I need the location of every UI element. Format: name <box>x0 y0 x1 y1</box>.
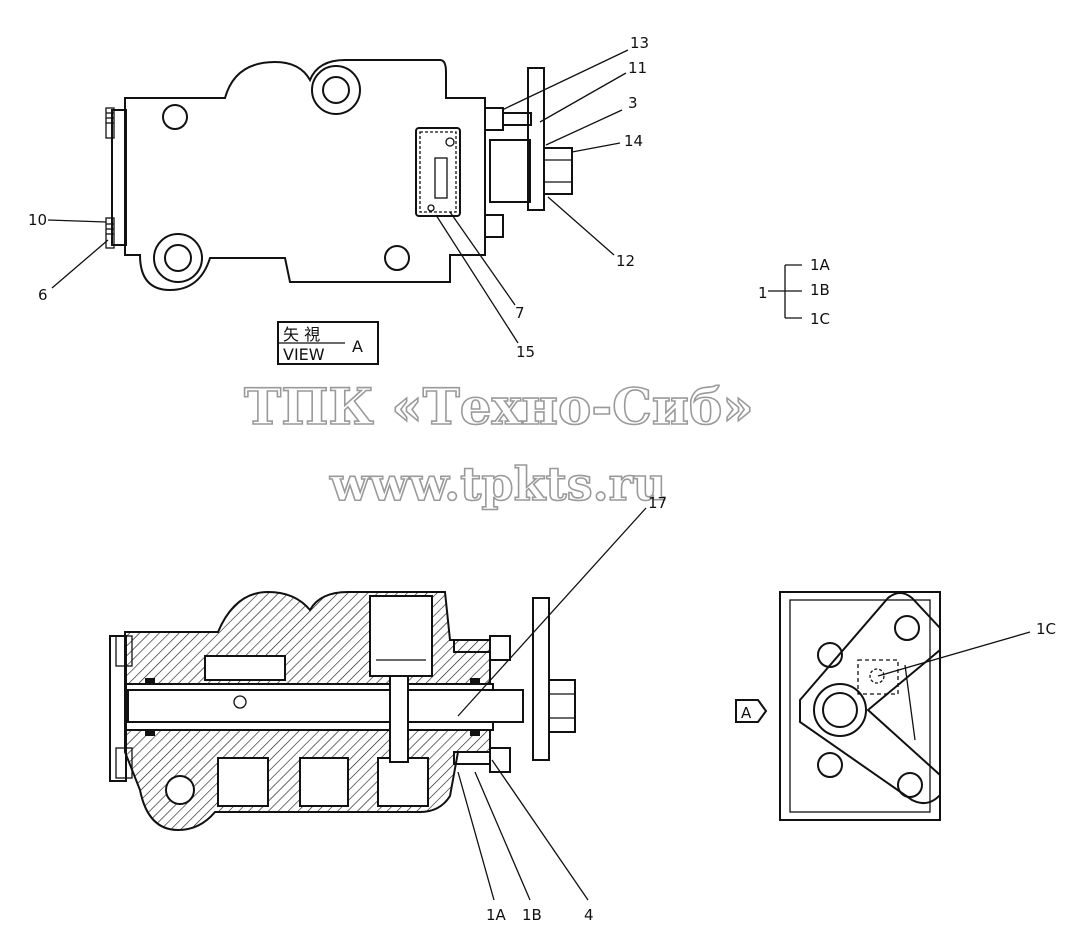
legend-item-1b: 1B <box>810 281 830 299</box>
callout-4: 4 <box>584 906 594 924</box>
top-leader-lines <box>47 49 629 344</box>
end-view <box>779 591 941 821</box>
view-label-letter: A <box>352 337 363 356</box>
view-marker-letter: A <box>741 704 752 722</box>
watermark-company: ТПК «Техно-Сиб» <box>244 377 754 436</box>
callout-14: 14 <box>624 132 643 150</box>
view-label-english: VIEW <box>283 345 325 364</box>
callout-1a-bottom: 1A <box>486 906 507 924</box>
legend-item-1c: 1C <box>810 310 830 328</box>
watermark: ТПК «Техно-Сиб» www.tpkts.ru <box>243 376 754 512</box>
callout-13: 13 <box>630 34 649 52</box>
view-label-kanji: 矢 視 <box>283 325 320 344</box>
callout-12: 12 <box>616 252 635 270</box>
legend-item-1a: 1A <box>810 256 831 274</box>
callout-17: 17 <box>648 494 667 512</box>
callout-10: 10 <box>28 211 47 229</box>
callout-1c-right: 1C <box>1036 620 1056 638</box>
section-leader-lines <box>457 507 647 901</box>
callout-7: 7 <box>515 304 525 322</box>
part-legend: 1 1A 1B 1C <box>758 256 831 328</box>
top-callout-labels: 13 11 3 14 12 10 6 7 15 <box>28 34 649 361</box>
top-valve-view <box>105 59 573 292</box>
view-a-arrow-marker: A <box>735 699 768 723</box>
callout-11: 11 <box>628 59 647 77</box>
callout-1b-bottom: 1B <box>522 906 542 924</box>
callout-15: 15 <box>516 343 535 361</box>
watermark-website: www.tpkts.ru <box>329 457 666 511</box>
section-view <box>109 590 576 832</box>
legend-parent: 1 <box>758 284 768 302</box>
section-callout-labels: 17 1A 1B 4 <box>486 494 667 924</box>
view-label-box: 矢 視 VIEW A <box>277 321 379 365</box>
callout-6: 6 <box>38 286 48 304</box>
callout-3: 3 <box>628 94 638 112</box>
leader-1c-right <box>877 631 1031 677</box>
